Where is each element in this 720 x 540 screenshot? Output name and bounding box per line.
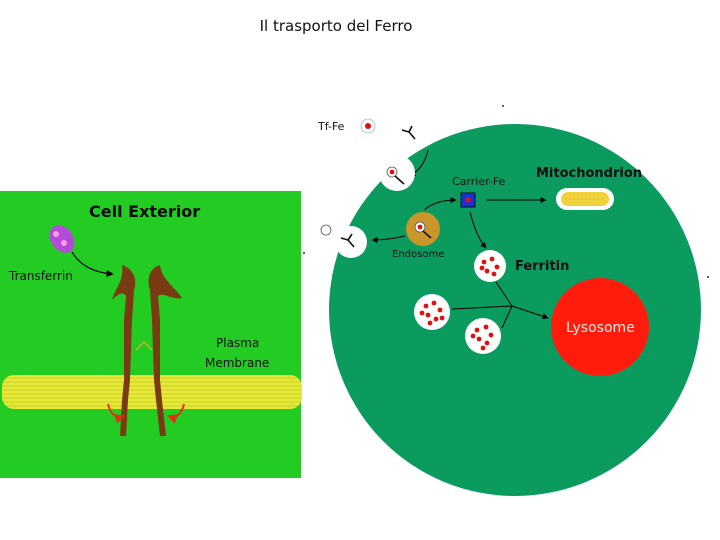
tf-fe-label: Tf-Fe: [317, 120, 345, 133]
endosome-to-carrier-arrow: [423, 197, 457, 211]
transferrin-arrow: [71, 251, 114, 278]
apotransferrin-icon: [320, 224, 332, 236]
carrier-fe-label: Carrier-Fe: [452, 175, 506, 188]
cell-interior-panel: Tf-Fe Carrier-Fe Mitochondrion: [303, 105, 709, 496]
transferrin-icon: [49, 225, 75, 253]
receptor-y-icon: [401, 125, 416, 140]
mitochondrion-icon: [556, 188, 614, 210]
lysosome-icon: [551, 278, 649, 376]
membrane-label: Membrane: [205, 356, 269, 370]
mitochondrion-label: Mitochondrion: [536, 166, 642, 181]
plasma-label: Plasma: [216, 336, 259, 350]
endosome-label: Endosome: [392, 249, 444, 260]
carrier-to-ferritin-arrow: [469, 211, 487, 249]
transferrin-receptor-icon: [107, 265, 185, 436]
ferritin-icon: [474, 250, 506, 282]
cell-exterior-panel: Cell Exterior Transferrin Plasma Membran…: [0, 191, 302, 478]
cell-exterior-background: [0, 191, 301, 478]
carrier-fe-icon: [460, 192, 476, 208]
recycle-arrow: [371, 235, 406, 243]
plasma-membrane-band: [2, 375, 302, 409]
tf-fe-icon: [360, 118, 376, 134]
transferrin-label: Transferrin: [8, 269, 73, 283]
ferritin-aggregate-1-icon: [414, 294, 450, 330]
endosome-icon: [406, 212, 440, 246]
coated-pit-icon: [379, 155, 415, 191]
lysosome-label: Lysosome: [566, 320, 635, 336]
slide-title: Il trasporto del Ferro: [259, 17, 413, 35]
ferritin-label: Ferritin: [515, 259, 569, 274]
recycled-receptor-icon: [335, 226, 367, 258]
cell-exterior-label: Cell Exterior: [89, 202, 200, 221]
lysosome-pathway-arrows: [451, 281, 549, 329]
ferritin-aggregate-2-icon: [465, 318, 501, 354]
